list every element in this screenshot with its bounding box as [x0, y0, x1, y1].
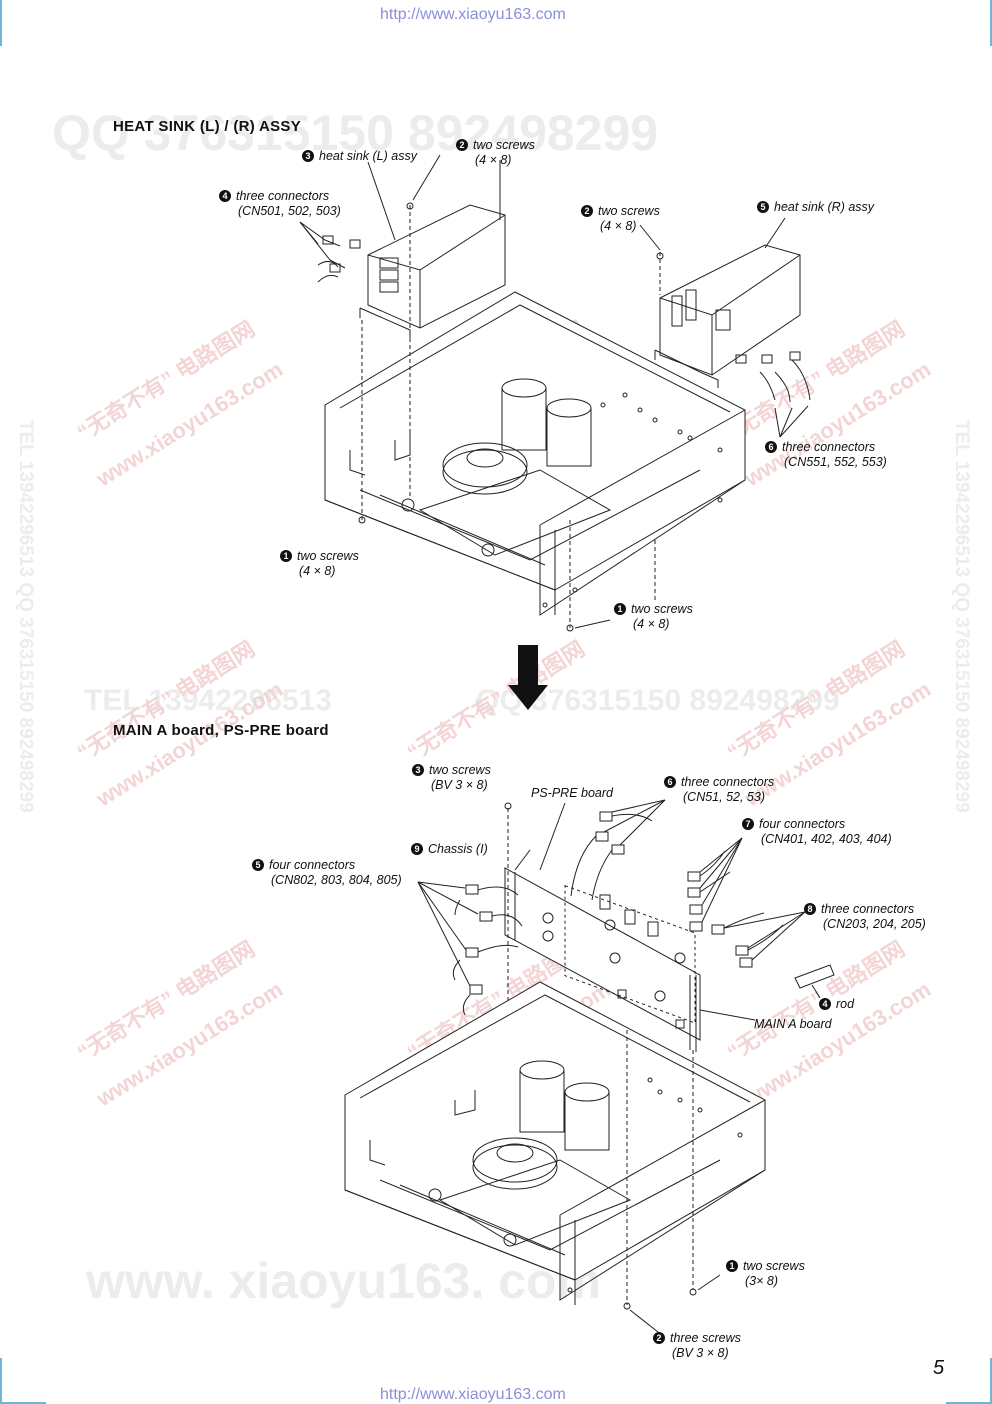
- screws-bottom-drawing: [504, 802, 721, 1333]
- step-number-badge: 2: [581, 205, 593, 217]
- callout-text: three connectors: [782, 440, 876, 454]
- step-number-badge: 7: [742, 818, 754, 830]
- connectors-l-drawing: [299, 221, 361, 283]
- crop-mark-bottom-right-h: [946, 1402, 992, 1404]
- step-number-badge: 3: [412, 764, 424, 776]
- callout-connectors-cn501: 4 three connectors (CN501, 502, 503): [219, 189, 341, 219]
- step-number-badge: 1: [726, 1260, 738, 1272]
- callout-subtext: (CN401, 402, 403, 404): [761, 832, 892, 846]
- callout-heat-sink-l: 3 heat sink (L) assy: [302, 149, 417, 164]
- watermark-www-bottom: www. xiaoyu163. com: [86, 1253, 602, 1309]
- step-number-badge: 1: [280, 550, 292, 562]
- callout-text: four connectors: [269, 858, 356, 872]
- callout-text: two screws: [598, 204, 660, 218]
- connectors-bottom-drawing: [417, 799, 835, 1021]
- callout-connectors-cn401: 7 four connectors (CN401, 402, 403, 404): [742, 817, 892, 847]
- down-arrow: [508, 645, 548, 710]
- callout-two-screws-left: 1 two screws (4 × 8): [280, 549, 359, 579]
- page-number: 5: [933, 1357, 945, 1379]
- crop-mark-bottom-right: [990, 1358, 992, 1404]
- heat-sink-r-drawing: [654, 244, 801, 388]
- connectors-r-drawing: [735, 351, 811, 438]
- callout-subtext: (3× 8): [745, 1274, 779, 1288]
- callout-rod: 4 rod: [819, 997, 854, 1012]
- callout-subtext: (CN802, 803, 804, 805): [271, 873, 402, 887]
- callout-subtext: (4 × 8): [600, 219, 637, 233]
- callout-two-screws-top: 2 two screws (4 × 8): [456, 138, 535, 168]
- callout-two-screws-right: 2 two screws (4 × 8): [581, 204, 660, 234]
- watermark-qq-top: QQ 376315150 892498299: [52, 105, 659, 161]
- callout-text: two screws: [473, 138, 535, 152]
- callout-connectors-cn203: 8 three connectors (CN203, 204, 205): [804, 902, 926, 932]
- callout-text: two screws: [429, 763, 491, 777]
- step-number-badge: 5: [757, 201, 769, 213]
- footer-url[interactable]: http://www.xiaoyu163.com: [380, 1386, 566, 1403]
- callout-text: two screws: [631, 602, 693, 616]
- callout-chassis-i: 9 Chassis (I): [411, 842, 488, 857]
- callout-two-screws-bv: 3 two screws (BV 3 × 8): [412, 763, 491, 793]
- callout-connectors-cn802: 5 four connectors (CN802, 803, 804, 805): [252, 858, 402, 888]
- step-number-badge: 1: [614, 603, 626, 615]
- callout-text: rod: [836, 997, 855, 1011]
- step-number-badge: 4: [219, 190, 231, 202]
- callout-text: four connectors: [759, 817, 846, 831]
- callout-subtext: (4 × 8): [475, 153, 512, 167]
- callout-connectors-cn51: 6 three connectors (CN51, 52, 53): [664, 775, 774, 805]
- callout-text: heat sink (R) assy: [774, 200, 875, 214]
- callout-subtext: (BV 3 × 8): [431, 778, 488, 792]
- step-number-badge: 6: [765, 441, 777, 453]
- callout-subtext: (4 × 8): [299, 564, 336, 578]
- crop-mark-bottom-left: [0, 1358, 2, 1404]
- step-number-badge: 3: [302, 150, 314, 162]
- callout-connectors-cn551: 6 three connectors (CN551, 552, 553): [765, 440, 887, 470]
- callout-two-screws-3x8: 1 two screws (3× 8): [726, 1259, 805, 1289]
- crop-mark-top-left: [0, 0, 2, 46]
- callout-text: three connectors: [236, 189, 330, 203]
- step-number-badge: 6: [664, 776, 676, 788]
- section-title-main-a-board: MAIN A board, PS-PRE board: [113, 722, 329, 739]
- callout-ps-pre-board: PS-PRE board: [531, 786, 613, 800]
- callout-three-screws-bv: 2 three screws (BV 3 × 8): [653, 1331, 741, 1361]
- callout-subtext: (CN51, 52, 53): [683, 790, 765, 804]
- chassis-drawing-top: [324, 291, 746, 616]
- step-number-badge: 2: [456, 139, 468, 151]
- callout-text: Chassis (I): [428, 842, 488, 856]
- callout-subtext: (CN551, 552, 553): [784, 455, 887, 469]
- callout-heat-sink-r: 5 heat sink (R) assy: [757, 200, 874, 215]
- callout-text: three connectors: [821, 902, 915, 916]
- callout-text: three screws: [670, 1331, 741, 1345]
- step-number-badge: 4: [819, 998, 831, 1010]
- header-url[interactable]: http://www.xiaoyu163.com: [380, 6, 566, 23]
- step-number-badge: 5: [252, 859, 264, 871]
- screws-top-drawing: [358, 154, 786, 632]
- crop-mark-top-right: [990, 0, 992, 46]
- crop-mark-bottom-left-h: [0, 1402, 46, 1404]
- callout-text: three connectors: [681, 775, 775, 789]
- callout-text: two screws: [743, 1259, 805, 1273]
- watermark-side-right: TEL 13942296513 QQ 376315150 892498299: [951, 420, 972, 813]
- callout-subtext: (CN501, 502, 503): [238, 204, 341, 218]
- callout-subtext: (BV 3 × 8): [672, 1346, 729, 1360]
- step-number-badge: 9: [411, 843, 423, 855]
- callout-subtext: (4 × 8): [633, 617, 670, 631]
- callout-subtext: (CN203, 204, 205): [823, 917, 926, 931]
- watermark-tel-mid: TEL 13942296513: [84, 684, 332, 717]
- callout-text: two screws: [297, 549, 359, 563]
- boards-drawing: [504, 867, 701, 1052]
- chassis-drawing-bottom: [344, 981, 766, 1305]
- watermark-side-left: TEL 13942296513 QQ 376315150 892498299: [15, 420, 36, 813]
- callout-text: heat sink (L) assy: [319, 149, 417, 163]
- step-number-badge: 2: [653, 1332, 665, 1344]
- step-number-badge: 8: [804, 903, 816, 915]
- section-title-heat-sink: HEAT SINK (L) / (R) ASSY: [113, 118, 302, 135]
- callout-two-screws-bottom: 1 two screws (4 × 8): [614, 602, 693, 632]
- callout-main-a-board: MAIN A board: [754, 1017, 832, 1031]
